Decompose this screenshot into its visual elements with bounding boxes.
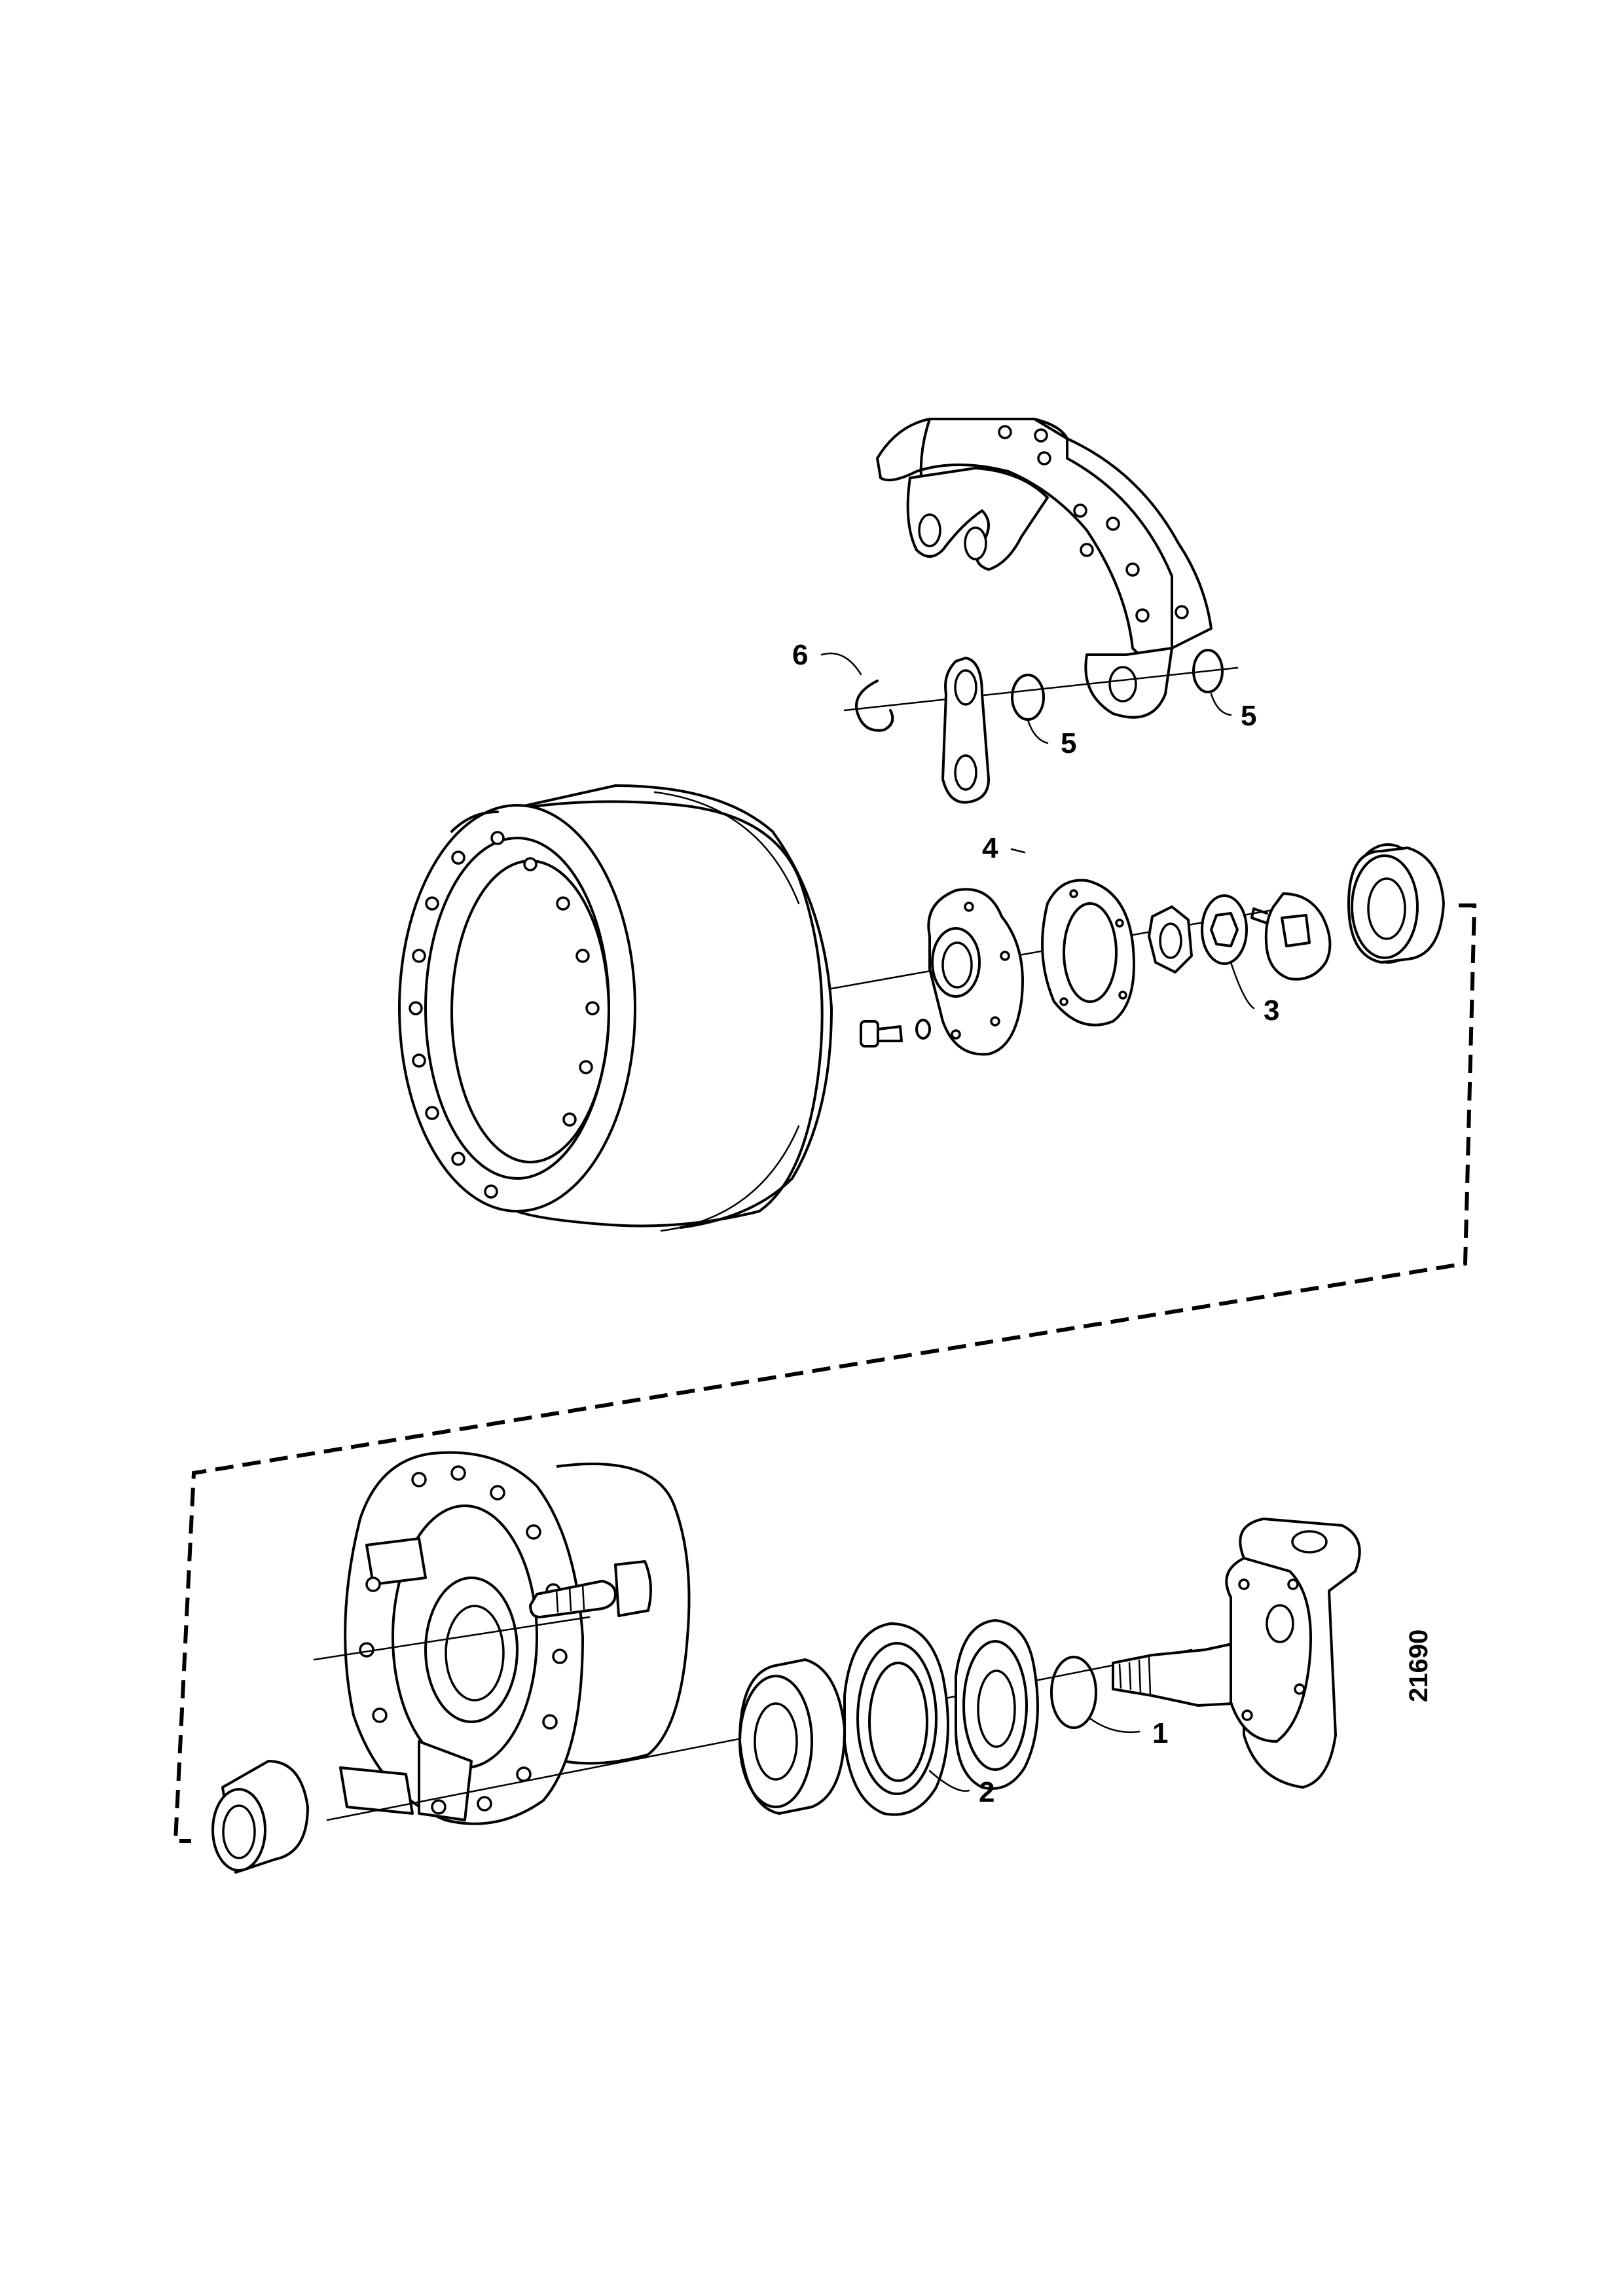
outer-bearing <box>1347 843 1445 964</box>
leader-1 <box>1089 1717 1140 1734</box>
leader-5a <box>1027 719 1049 744</box>
wheel-hub <box>339 1451 691 1825</box>
shoe-pin-axis <box>843 666 1239 712</box>
bolt-axis <box>313 1616 591 1661</box>
ring-5b <box>1192 649 1224 693</box>
callout-1: 1 <box>1152 1717 1168 1749</box>
tab-washer <box>1250 892 1332 981</box>
dashed-connection-line <box>173 903 1477 1843</box>
seal-2 <box>843 1622 949 1816</box>
steering-knuckle <box>1112 1518 1361 1789</box>
seal-ring <box>955 1619 1039 1790</box>
callout-2: 2 <box>979 1776 994 1808</box>
lock-washer-3 <box>1201 894 1248 965</box>
leader-2 <box>928 1770 970 1792</box>
brake-drum <box>398 784 833 1232</box>
inner-bearing <box>739 1658 846 1815</box>
wheel-bolt <box>529 1560 652 1618</box>
callout-3: 3 <box>1264 994 1279 1027</box>
figure-number: 21690 <box>1404 1630 1433 1702</box>
leader-4 <box>1010 848 1026 854</box>
cover-screw <box>860 1019 931 1048</box>
spacer-sleeve <box>211 1760 309 1874</box>
callout-6: 6 <box>792 639 808 671</box>
leader-3 <box>1230 961 1255 1010</box>
leader-5b <box>1210 693 1232 716</box>
ring-5a <box>1011 674 1045 721</box>
dust-cover-flange <box>927 888 1024 1056</box>
callout-5b: 5 <box>1241 700 1256 732</box>
axle-nut <box>1148 905 1193 974</box>
gasket-4 <box>1041 879 1135 1027</box>
brake-shoe <box>876 418 1213 719</box>
callout-5a: 5 <box>1061 727 1076 759</box>
link-plate <box>941 657 990 804</box>
o-ring-1 <box>1050 1656 1097 1729</box>
clip-6 <box>855 680 894 732</box>
callout-4: 4 <box>982 832 998 864</box>
leader-6 <box>820 652 862 676</box>
drum-bolt-holes <box>409 831 600 1199</box>
